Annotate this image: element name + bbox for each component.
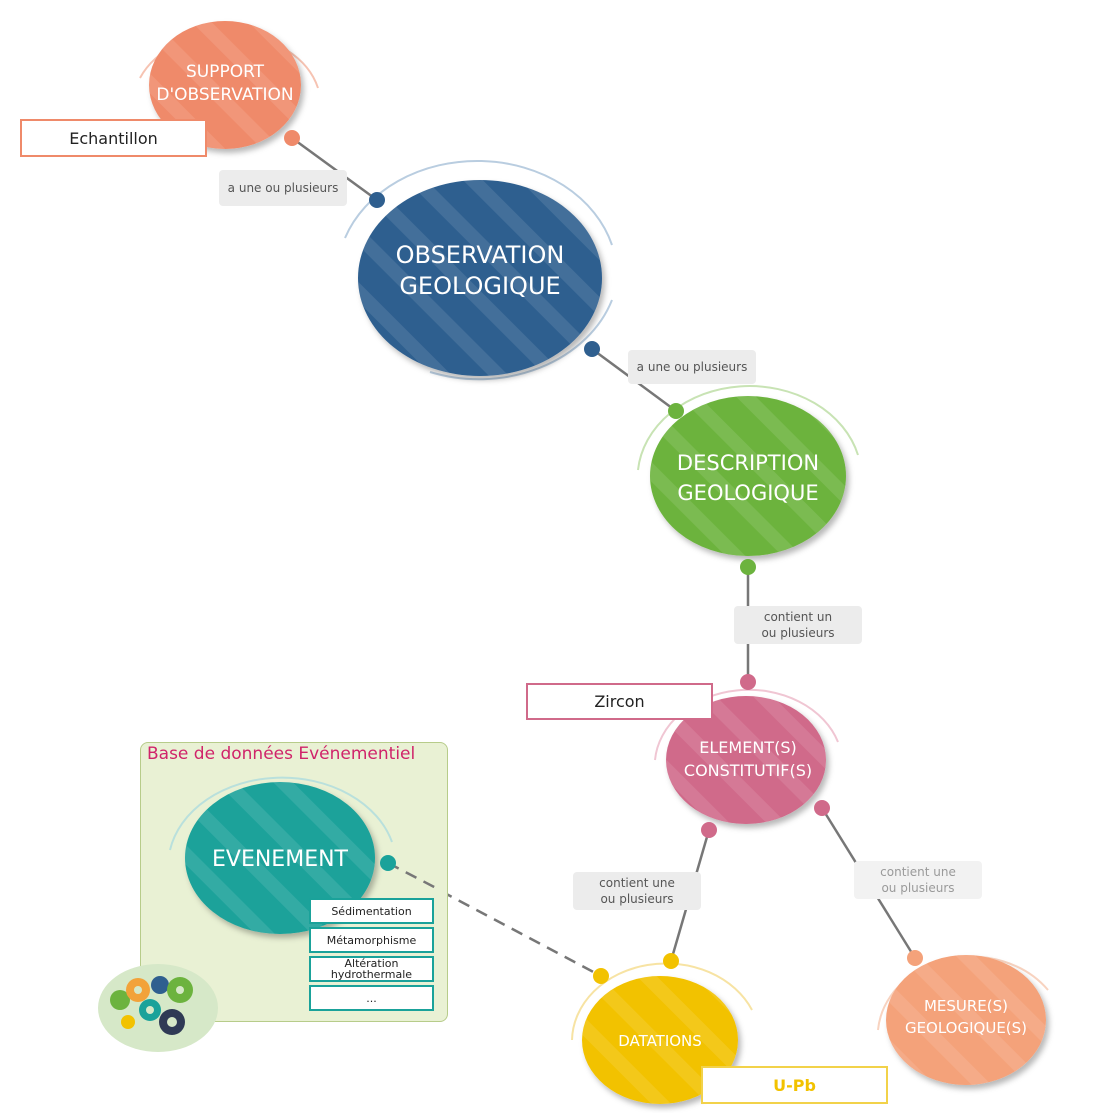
link-element-datations-label-2: ou plusieurs xyxy=(600,892,673,906)
node-support-label-2: D'OBSERVATION xyxy=(156,85,293,105)
tag-echantillon: Echantillon xyxy=(20,119,207,157)
link-support-observation-label: a une ou plusieurs xyxy=(228,181,339,195)
event-type-more: ... xyxy=(309,985,434,1011)
event-type-metamorphisme: Métamorphisme xyxy=(309,927,434,953)
link-element-mesure-label-2: ou plusieurs xyxy=(881,881,954,895)
node-mesure-label-1: MESURE(S) xyxy=(924,997,1008,1015)
event-type-alteration: Altération hydrothermale xyxy=(309,956,434,982)
link-element-datations: contient une ou plusieurs xyxy=(573,872,701,910)
node-description-label-2: GEOLOGIQUE xyxy=(677,481,818,505)
node-support: SUPPORT D'OBSERVATION xyxy=(139,21,319,149)
node-mesure-label-2: GEOLOGIQUE(S) xyxy=(905,1019,1027,1037)
link-element-mesure-label-1: contient une xyxy=(880,865,956,879)
link-description-element-label-2: ou plusieurs xyxy=(761,626,834,640)
tag-upb: U-Pb xyxy=(701,1066,888,1104)
link-observation-description: a une ou plusieurs xyxy=(628,350,756,384)
node-observation-label-1: OBSERVATION xyxy=(396,241,565,269)
node-mesure: MESURE(S) GEOLOGIQUE(S) xyxy=(877,955,1049,1085)
link-element-datations-label-1: contient une xyxy=(599,876,675,890)
link-description-element: contient un ou plusieurs xyxy=(734,606,862,644)
node-description-label-1: DESCRIPTION xyxy=(677,451,819,475)
gears-icon xyxy=(98,964,218,1052)
node-evenement-label: EVENEMENT xyxy=(212,847,349,872)
node-description: DESCRIPTION GEOLOGIQUE xyxy=(637,385,859,556)
link-element-mesure: contient une ou plusieurs xyxy=(854,861,982,899)
node-element-label-2: CONSTITUTIF(S) xyxy=(684,761,812,780)
node-datations: DATATIONS xyxy=(571,962,753,1104)
event-type-sedimentation: Sédimentation xyxy=(309,898,434,924)
link-observation-description-label: a une ou plusieurs xyxy=(637,360,748,374)
node-element: ELEMENT(S) CONSTITUTIF(S) xyxy=(654,688,839,824)
node-element-label-1: ELEMENT(S) xyxy=(699,738,796,757)
link-support-observation: a une ou plusieurs xyxy=(219,170,347,206)
link-description-element-label-1: contient un xyxy=(764,610,832,624)
node-support-label-1: SUPPORT xyxy=(186,62,265,82)
node-observation-label-2: GEOLOGIQUE xyxy=(399,272,560,300)
tag-zircon: Zircon xyxy=(526,683,713,720)
node-datations-label: DATATIONS xyxy=(618,1032,702,1050)
database-title: Base de données Evénementiel xyxy=(147,744,416,764)
